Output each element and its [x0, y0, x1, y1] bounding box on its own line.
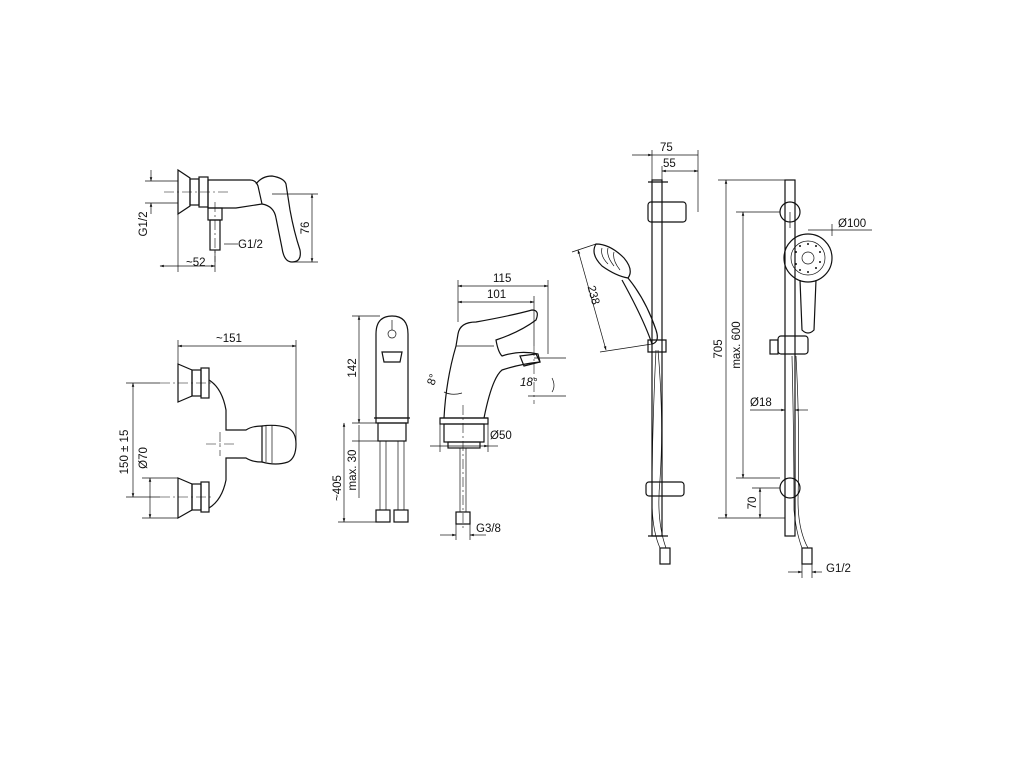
dim-side-angle2: 18° [520, 377, 538, 389]
dim-side-thread: G3/8 [476, 523, 501, 535]
dim-mixer-spacing: 150 ± 15 [119, 430, 131, 475]
dim-front-bottom: 70 [747, 497, 759, 510]
dim-front-total: 705 [713, 339, 725, 358]
dim-front-thread: G1/2 [826, 563, 851, 575]
dim-shower-w75: 75 [660, 142, 673, 154]
dim-side-w101: 101 [487, 289, 506, 301]
dim-side-diameter: Ø50 [490, 430, 512, 442]
dim-wall-g-bottom: G1/2 [238, 239, 263, 251]
dim-mixer-width: ~151 [216, 333, 242, 345]
shower-rail-front-drawing: Ø100 705 max. 600 Ø18 70 G1/2 [713, 179, 872, 578]
dim-basin-height: 142 [347, 358, 359, 377]
wall-valve-drawing: G1/2 G1/2 ~52 76 [138, 168, 318, 272]
exposed-mixer-drawing: ~151 150 ± 15 Ø70 [119, 333, 297, 520]
dim-mixer-diameter: Ø70 [138, 447, 150, 469]
dim-wall-height: 76 [300, 222, 312, 235]
dim-basin-length: ~405 [332, 475, 344, 501]
dim-front-max: max. 600 [731, 321, 743, 368]
dim-side-w115: 115 [493, 273, 511, 285]
basin-mixer-side-drawing: 115 101 8° 18° Ø50 G3/8 [426, 273, 566, 540]
shower-rail-side-drawing: 75 55 238 [571, 142, 699, 565]
dim-wall-depth: ~52 [186, 257, 206, 269]
dim-front-head: Ø100 [838, 218, 866, 230]
dim-side-angle1: 8° [426, 373, 441, 387]
dim-basin-max: max. 30 [347, 450, 359, 491]
basin-mixer-front-drawing: 142 ~405 max. 30 [332, 315, 410, 523]
dim-shower-w55: 55 [663, 158, 676, 170]
dim-shower-handshower: 238 [585, 284, 602, 306]
dim-front-rail: Ø18 [750, 397, 772, 409]
dim-wall-g-left: G1/2 [138, 212, 150, 237]
